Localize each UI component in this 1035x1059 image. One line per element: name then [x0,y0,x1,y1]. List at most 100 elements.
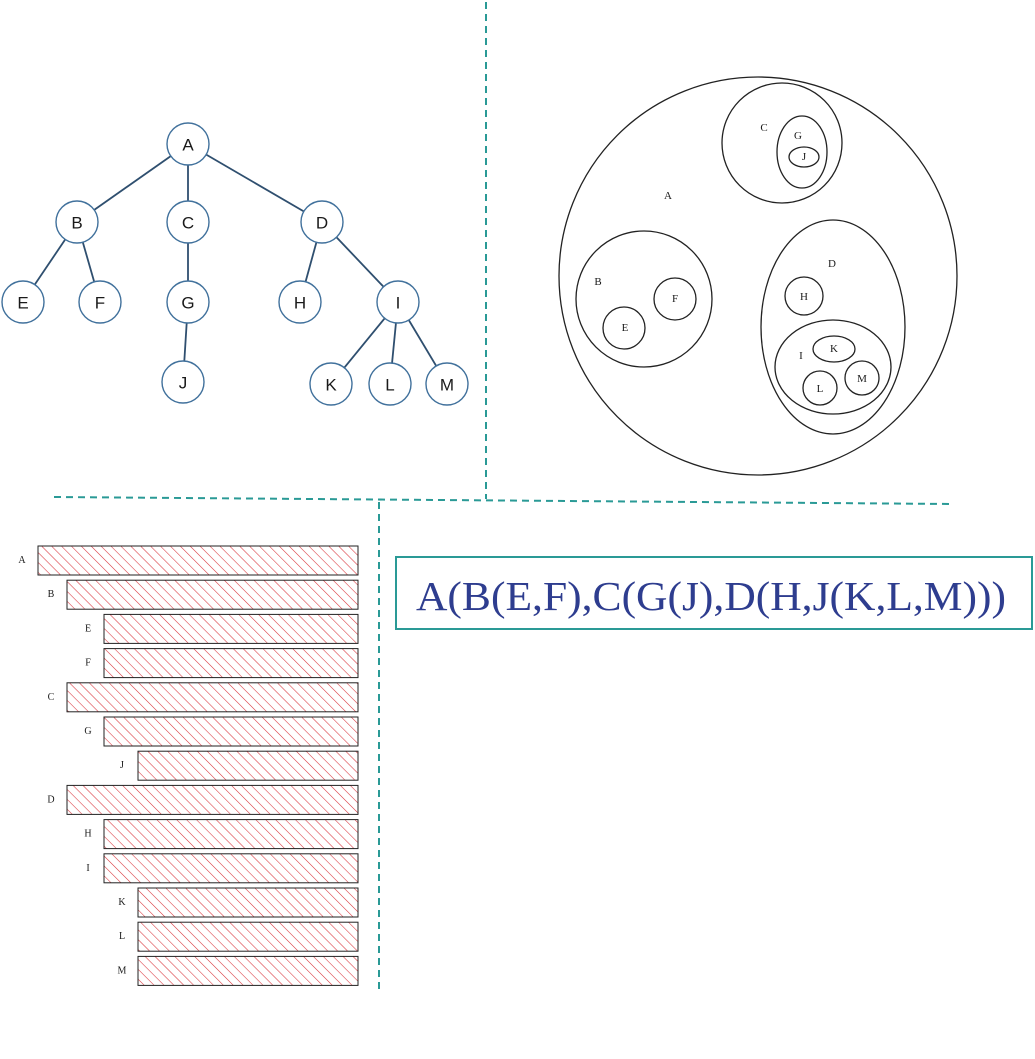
indent-bar [137,750,359,781]
venn-label-b: B [594,276,601,288]
venn-label-a: A [664,190,672,202]
tree-node-label: G [181,294,194,313]
indent-row-j: J [120,750,359,781]
tree-node-k: K [309,362,353,406]
indent-bar [103,853,359,884]
tree-node-label: E [17,294,28,313]
tree-node-label: I [396,294,401,313]
venn-label-j: J [802,151,807,163]
venn-set-d [760,219,906,435]
generalized-list-text: A(B(E,F),C(G(J),D(H,J(K,L,M))) [416,573,1006,619]
tree-edge-a-d [187,143,323,223]
tree-node-circle [309,362,353,406]
venn-set-f [653,277,697,321]
tree-node-circle [300,200,344,244]
indent-row-c: C [48,682,359,713]
section-dividers [53,2,951,990]
tree-node-g: G [166,280,210,324]
horizontal-divider [53,496,951,505]
tree-node-circle [161,360,205,404]
indent-bar [137,921,359,952]
tree-node-f: F [78,280,122,324]
indent-label: G [84,726,91,737]
tree-node-e: E [1,280,45,324]
venn-label-g: G [794,130,802,142]
venn-set-e [602,306,646,350]
venn-set-i [774,319,892,415]
indent-label: E [85,623,91,634]
venn-label-k: K [830,343,838,355]
venn-set-h [784,276,824,316]
tree-node-circle [278,280,322,324]
venn-label-h: H [800,291,808,303]
tree-node-circle [1,280,45,324]
tree-node-label: L [385,376,394,395]
indent-label: H [84,829,91,840]
venn-set-j [788,146,820,168]
indent-label: I [86,863,89,874]
tree-node-label: H [294,294,306,313]
tree-node-label: D [316,214,328,233]
tree-node-l: L [368,362,412,406]
indent-row-l: L [119,921,359,952]
indent-bar [137,955,359,986]
venn-label-c: C [760,122,767,134]
tree-node-label: J [179,374,188,393]
indent-row-m: M [118,955,359,986]
venn-label-m: M [857,373,867,385]
tree-node-circle [376,280,420,324]
venn-set-b [575,230,713,368]
tree-node-circle [166,200,210,244]
tree-edge-a-b [76,143,189,223]
indent-bar [103,716,359,747]
indent-row-k: K [118,887,359,918]
tree-edges [22,143,448,385]
indent-bar [103,648,359,679]
indent-row-g: G [84,716,359,747]
indent-label: K [118,897,126,908]
venn-label-i: I [799,350,803,362]
generalized-list-box: A(B(E,F),C(G(J),D(H,J(K,L,M))) [395,556,1033,630]
venn-set-m [844,360,880,396]
indent-row-f: F [85,648,359,679]
tree-node-m: M [425,362,469,406]
venn-set-k [812,335,856,363]
indent-bar [103,819,359,850]
venn-set-a [558,76,958,476]
tree-node-d: D [300,200,344,244]
indent-row-h: H [84,819,359,850]
indent-bar [37,545,359,576]
indent-bar [66,579,359,610]
tree-node-label: M [440,376,454,395]
venn-set-l [802,370,838,406]
indent-label: F [85,658,91,669]
tree-node-i: I [376,280,420,324]
indent-row-d: D [47,784,359,815]
tree-node-h: H [278,280,322,324]
indent-label: M [118,965,127,976]
indent-row-a: A [18,545,359,576]
indent-bar [66,784,359,815]
venn-set-g [776,115,828,189]
indent-bar [103,613,359,644]
tree-node-b: B [55,200,99,244]
tree-node-label: C [182,214,194,233]
generalized-list-frame [395,556,1033,630]
tree-node-circle [425,362,469,406]
indent-label: C [48,692,55,703]
tree-node-circle [166,280,210,324]
tree-node-c: C [166,200,210,244]
tree-node-label: F [95,294,105,313]
indent-bar [66,682,359,713]
indent-row-e: E [85,613,359,644]
tree-node-label: B [71,214,82,233]
indent-label: D [47,794,54,805]
tree-node-circle [55,200,99,244]
indent-row-i: I [86,853,359,884]
tree-node-circle [368,362,412,406]
indent-label: A [18,555,26,566]
venn-diagram: A B C D E F G H I J K L M [558,76,958,476]
